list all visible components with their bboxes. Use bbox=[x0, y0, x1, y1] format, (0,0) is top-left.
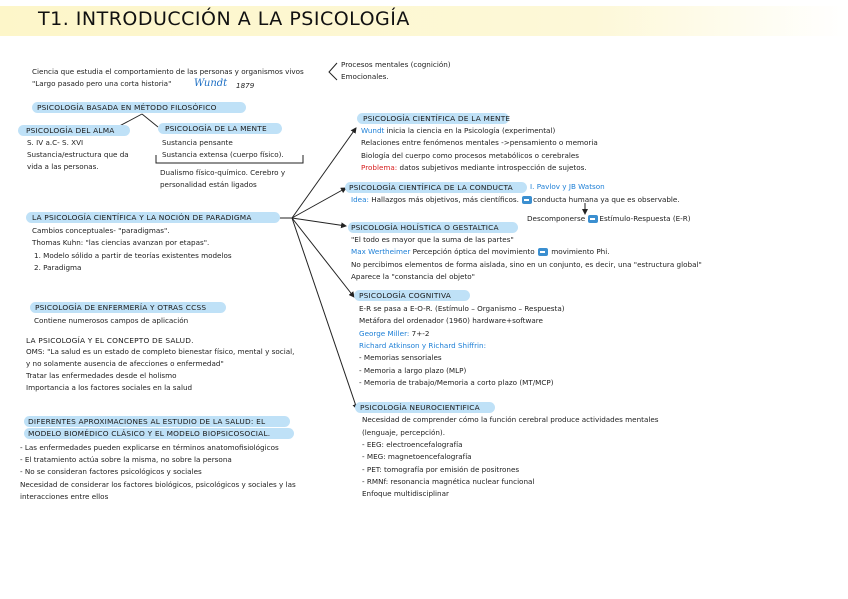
dualismo-line: Dualismo físico-químico. Cerebro y bbox=[160, 168, 286, 177]
neuro-line: - EEG: electroencefalografía bbox=[362, 440, 463, 449]
aprox-line: - El tratamiento actúa sobre la misma, n… bbox=[20, 455, 232, 464]
wundt-signature: Wundt bbox=[194, 78, 228, 89]
aprox-line: - No se consideran factores psicológicos… bbox=[20, 467, 202, 476]
intro-definition: Ciencia que estudia el comportamiento de… bbox=[32, 67, 304, 76]
alma-line: S. IV a.C- S. XVI bbox=[27, 138, 84, 147]
paradigma-line: Thomas Kuhn: "las ciencias avanzan por e… bbox=[32, 238, 210, 247]
filosofico-heading: PSICOLOGÍA BASADA EN MÉTODO FILOSÓFICO bbox=[37, 103, 217, 112]
mente-cientifica-line: Relaciones entre fenómenos mentales ->pe… bbox=[361, 138, 598, 147]
paradigma-list-item: 1. Modelo sólido a partir de teorías exi… bbox=[34, 251, 232, 260]
neuro-heading: PSICOLOGÍA NEUROCIENTIFICA bbox=[360, 403, 480, 412]
neuro-line: - MEG: magnetoencefalografía bbox=[362, 452, 472, 461]
arrow-icon bbox=[522, 196, 533, 204]
alma-heading: PSICOLOGÍA DEL ALMA bbox=[26, 126, 115, 135]
neuro-line: Enfoque multidisciplinar bbox=[362, 489, 449, 498]
salud-line: OMS: "La salud es un estado de completo … bbox=[26, 347, 295, 356]
wundt-year: 1879 bbox=[236, 81, 255, 90]
title-highlight bbox=[0, 6, 848, 36]
cognitiva-miller: George Miller: 7+-2 bbox=[359, 329, 430, 338]
enfermeria-line: Contiene numerosos campos de aplicación bbox=[34, 316, 189, 325]
aprox-heading: MODELO BIOMÉDICO CLÁSICO Y EL MODELO BIO… bbox=[28, 429, 271, 438]
conducta-heading: PSICOLOGÍA CIENTÍFICA DE LA CONDUCTA bbox=[349, 183, 513, 192]
enfermeria-heading: PSICOLOGÍA DE ENFERMERÍA Y OTRAS CCSS bbox=[35, 303, 207, 312]
aprox-heading: DIFERENTES APROXIMACIONES AL ESTUDIO DE … bbox=[28, 417, 266, 426]
filosofico-highlight bbox=[32, 102, 246, 113]
mente-heading: PSICOLOGÍA DE LA MENTE bbox=[165, 124, 267, 133]
neuro-line: - PET: tomografía por emisión de positro… bbox=[362, 465, 520, 474]
holistica-line: No percibimos elementos de forma aislada… bbox=[351, 260, 702, 269]
conducta-idea: Idea: Hallazgos más objetivos, más cient… bbox=[351, 195, 680, 204]
mente-cientifica-line: Biología del cuerpo como procesos metabó… bbox=[361, 151, 580, 160]
memoria-item: - Memorias sensoriales bbox=[359, 353, 442, 362]
alma-line: vida a las personas. bbox=[27, 162, 99, 171]
neuro-highlight bbox=[355, 402, 495, 413]
arrow-icon bbox=[588, 215, 599, 223]
arrow-icon bbox=[537, 248, 548, 256]
cognitiva-line: E-R se pasa a E-O-R. (Estímulo – Organis… bbox=[359, 304, 565, 313]
memoria-item: - Memoria a largo plazo (MLP) bbox=[359, 366, 467, 375]
conducta-names: I. Pavlov y JB Watson bbox=[530, 182, 605, 191]
paradigma-line: Cambios conceptuales- "paradigmas". bbox=[32, 226, 170, 235]
page-title: T1. INTRODUCCIÓN A LA PSICOLOGÍA bbox=[38, 8, 410, 30]
memoria-item: - Memoria de trabajo/Memoria a corto pla… bbox=[359, 378, 554, 387]
salud-heading: LA PSICOLOGÍA Y EL CONCEPTO DE SALUD. bbox=[26, 336, 194, 345]
neuro-line: (lenguaje, percepción). bbox=[362, 428, 445, 437]
salud-line: y no solamente ausencia de afecciones o … bbox=[26, 359, 224, 368]
holistica-highlight bbox=[348, 222, 518, 233]
procesos-emocionales: Emocionales. bbox=[341, 72, 389, 81]
conducta-highlight bbox=[345, 182, 527, 193]
george-miller: George Miller: bbox=[359, 329, 410, 338]
aprox-line: - Las enfermedades pueden explicarse en … bbox=[20, 443, 279, 452]
cognitiva-highlight bbox=[354, 290, 470, 301]
idea-label: Idea: bbox=[351, 195, 369, 204]
procesos-mentales: Procesos mentales (cognición) bbox=[341, 60, 451, 69]
mente-line: Sustancia extensa (cuerpo físico). bbox=[162, 150, 284, 159]
aprox-line: Necesidad de considerar los factores bio… bbox=[20, 480, 296, 489]
descomponer-line: Descomponerse Estímulo-Respuesta (E-R) bbox=[527, 214, 691, 223]
holistica-line: Aparece la "constancia del objeto" bbox=[351, 272, 475, 281]
salud-line: Importancia a los factores sociales en l… bbox=[26, 383, 193, 392]
aprox-highlight bbox=[24, 416, 290, 427]
holistica-max: Max Wertheimer Percepción óptica del mov… bbox=[351, 247, 610, 256]
alma-line: Sustancia/estructura que da bbox=[27, 150, 129, 159]
cognitiva-line: Metáfora del ordenador (1960) hardware+s… bbox=[359, 316, 543, 325]
paradigma-highlight bbox=[26, 212, 280, 223]
mente-cientifica-highlight bbox=[357, 113, 509, 124]
mente-cientifica-heading: PSICOLOGÍA CIENTÍFICA DE LA MENTE bbox=[363, 114, 511, 123]
neuro-line: - RMNf: resonancia magnética nuclear fun… bbox=[362, 477, 535, 486]
alma-highlight bbox=[18, 125, 130, 136]
paradigma-list-item: 2. Paradigma bbox=[34, 263, 82, 272]
problema-label: Problema: bbox=[361, 163, 398, 172]
cognitiva-heading: PSICOLOGÍA COGNITIVA bbox=[359, 291, 452, 300]
wundt-name: Wundt bbox=[361, 126, 385, 135]
holistica-heading: PSICOLOGÍA HOLÍSTICA O GESTALTICA bbox=[351, 223, 499, 232]
mente-cientifica-problema: Problema: datos subjetivos mediante intr… bbox=[361, 163, 587, 172]
paradigma-heading: LA PSICOLOGÍA CIENTÍFICA Y LA NOCIÓN DE … bbox=[32, 213, 252, 222]
mente-line: Sustancia pensante bbox=[162, 138, 233, 147]
neuro-line: Necesidad de comprender cómo la función … bbox=[362, 415, 659, 424]
aprox-line: interacciones entre ellos bbox=[20, 492, 109, 501]
mente-highlight bbox=[158, 123, 282, 134]
intro-quote: "Largo pasado pero una corta historia" bbox=[32, 79, 172, 88]
holistica-quote: "El todo es mayor que la suma de las par… bbox=[351, 235, 514, 244]
dualismo-line: personalidad están ligados bbox=[160, 180, 257, 189]
salud-line: Tratar las enfermedades desde el holismo bbox=[26, 371, 177, 380]
aprox-highlight bbox=[24, 428, 294, 439]
enfermeria-highlight bbox=[30, 302, 226, 313]
max-wertheimer: Max Wertheimer bbox=[351, 247, 411, 256]
mente-cientifica-wundt: Wundt inicia la ciencia en la Psicología… bbox=[361, 126, 556, 135]
atkinson-shiffrin: Richard Atkinson y Richard Shiffrin: bbox=[359, 341, 486, 350]
